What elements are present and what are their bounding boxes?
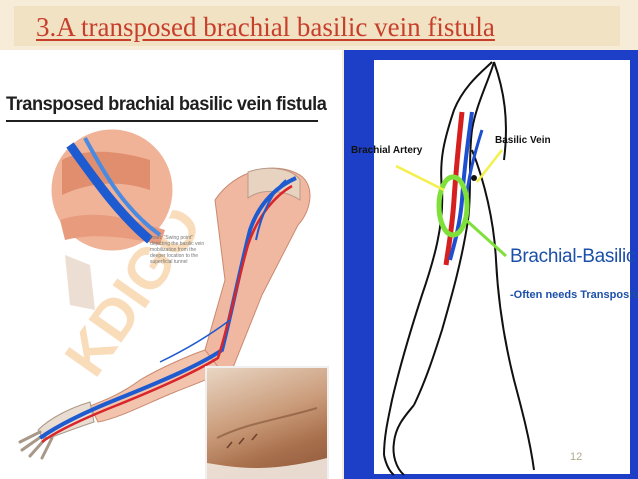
- page-number: 12: [570, 451, 583, 463]
- illustration-heading: Transposed brachial basilic vein fistula: [6, 94, 327, 115]
- brachial-artery-label: Brachial Artery: [351, 145, 423, 156]
- slide-title: 3.A transposed brachial basilic vein fis…: [36, 12, 495, 42]
- basilic-vein-label: Basilic Vein: [495, 135, 551, 146]
- inset-caption: Inset: "Swing point" depicting the basil…: [150, 235, 205, 265]
- right-diagram-panel: Brachial Artery Basilic Vein Brachial-Ba…: [344, 50, 638, 479]
- anastomosis-highlight: [436, 174, 470, 238]
- vein-pointer: [476, 149, 503, 183]
- left-illustration-panel: KDIGO Transposed brachial basilic ve: [0, 50, 342, 479]
- artery-pointer: [395, 164, 445, 192]
- clinical-photo: [205, 366, 329, 479]
- arm-illustration: KDIGO: [18, 126, 311, 460]
- transposition-note: -Often needs Transposition: [510, 289, 638, 301]
- photo-detail: [207, 407, 327, 479]
- vein-line: [448, 111, 474, 261]
- heading-underline: [6, 120, 318, 122]
- brachial-basilic-label: Brachial-Basilic: [510, 246, 636, 267]
- diagram-canvas: [374, 60, 630, 474]
- artery-line: [443, 111, 465, 266]
- highlight-pointer: [464, 218, 508, 258]
- arm-schematic: [383, 61, 535, 476]
- title-bar: 3.A transposed brachial basilic vein fis…: [14, 6, 620, 46]
